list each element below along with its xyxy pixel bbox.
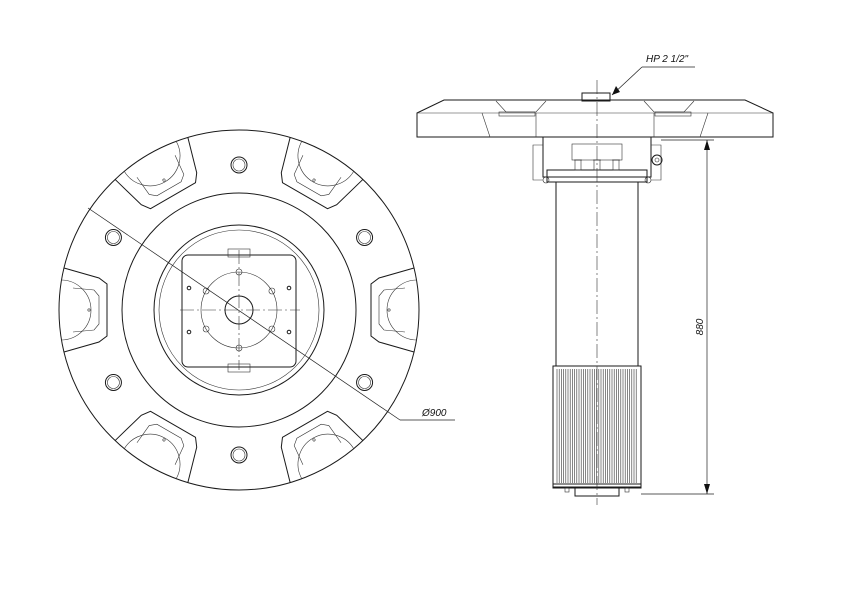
mounting-hole bbox=[230, 156, 248, 174]
notch-pocket bbox=[280, 137, 364, 210]
bracket-flange-left bbox=[532, 144, 543, 181]
notch-pocket bbox=[114, 137, 198, 210]
flange-pocket-right-base bbox=[654, 111, 692, 117]
hub-corner-bolt bbox=[286, 285, 292, 291]
hub-bolt bbox=[202, 325, 210, 333]
flange-pocket-left-base bbox=[498, 111, 536, 117]
notch-arc bbox=[123, 433, 181, 480]
mounting-hole-inner bbox=[232, 448, 246, 462]
notch-outline bbox=[114, 410, 198, 483]
notch-arc bbox=[386, 279, 418, 341]
flange-pocket-left bbox=[495, 100, 547, 113]
mounting-hole bbox=[104, 229, 122, 246]
notch-pin bbox=[162, 438, 166, 442]
bottom-stud-right bbox=[624, 487, 630, 493]
notch-outline bbox=[63, 267, 108, 353]
notch-pockets bbox=[60, 137, 418, 483]
mounting-hole-inner bbox=[107, 376, 120, 389]
notch-inner bbox=[293, 155, 342, 197]
height-label: 880 bbox=[695, 318, 706, 335]
bracket-bolt bbox=[574, 159, 582, 171]
notch-outline bbox=[114, 137, 198, 210]
notch-inner bbox=[136, 155, 185, 197]
notch-arc bbox=[297, 433, 355, 480]
mounting-hole bbox=[356, 229, 374, 246]
connection-label: HP 2 1/2" bbox=[646, 54, 689, 65]
notch-arc bbox=[123, 140, 181, 187]
side-view: HP 2 1/2" 880 bbox=[416, 54, 774, 505]
notch-outline bbox=[280, 410, 364, 483]
notch-pocket bbox=[114, 410, 198, 483]
diameter-label: Ø900 bbox=[421, 408, 447, 419]
notch-pin bbox=[87, 308, 91, 312]
notch-pin bbox=[312, 178, 316, 182]
notch-arc bbox=[60, 279, 92, 341]
mounting-hole-inner bbox=[358, 231, 371, 244]
height-arrow-bottom bbox=[704, 484, 710, 494]
mounting-hole bbox=[104, 374, 122, 391]
notch-pocket bbox=[280, 410, 364, 483]
flange-step-right bbox=[699, 112, 709, 138]
mounting-holes bbox=[104, 156, 374, 464]
connection-arrow bbox=[612, 86, 620, 95]
notch-pin bbox=[387, 308, 391, 312]
mounting-hole-inner bbox=[358, 376, 371, 389]
strainer-slots bbox=[556, 369, 637, 483]
top-view-ring-1 bbox=[121, 192, 357, 428]
hub-corner-bolt bbox=[186, 329, 192, 335]
top-view-outer-rim bbox=[58, 129, 420, 491]
hub-corner-bolt bbox=[186, 285, 192, 291]
notch-inner bbox=[293, 423, 342, 465]
flange-pocket-right bbox=[643, 100, 695, 113]
top-view-ring-2 bbox=[153, 224, 325, 396]
hub-bolt bbox=[268, 325, 276, 333]
bracket-bolt bbox=[612, 159, 620, 171]
notch-pin bbox=[312, 438, 316, 442]
bottom-stud-left bbox=[564, 487, 570, 493]
mounting-hole bbox=[356, 374, 374, 391]
notch-inner bbox=[72, 287, 100, 333]
notch-outline bbox=[370, 267, 415, 353]
notch-pocket bbox=[370, 267, 418, 353]
notch-pin bbox=[162, 178, 166, 182]
side-clamp-screw bbox=[651, 154, 663, 166]
top-view-ring-3 bbox=[158, 229, 320, 391]
hub-corner-bolt bbox=[286, 329, 292, 335]
top-view: Ø900 bbox=[58, 129, 455, 491]
top-flange bbox=[416, 99, 774, 138]
band-screw-left bbox=[542, 176, 550, 184]
mounting-hole-inner bbox=[232, 158, 246, 172]
notch-pocket bbox=[60, 267, 108, 353]
height-arrow-top bbox=[704, 140, 710, 150]
side-clamp-screw-inner bbox=[654, 157, 660, 163]
flange-step-left bbox=[481, 112, 491, 138]
top-nozzle bbox=[581, 92, 611, 102]
mounting-hole bbox=[230, 446, 248, 464]
band-screw-right bbox=[644, 176, 652, 184]
notch-outline bbox=[280, 137, 364, 210]
notch-arc bbox=[297, 140, 355, 187]
notch-inner bbox=[378, 287, 406, 333]
diameter-dimension-line bbox=[87, 207, 401, 421]
hub-bolt bbox=[268, 287, 276, 295]
notch-inner bbox=[136, 423, 185, 465]
mounting-hole-inner bbox=[107, 231, 120, 244]
